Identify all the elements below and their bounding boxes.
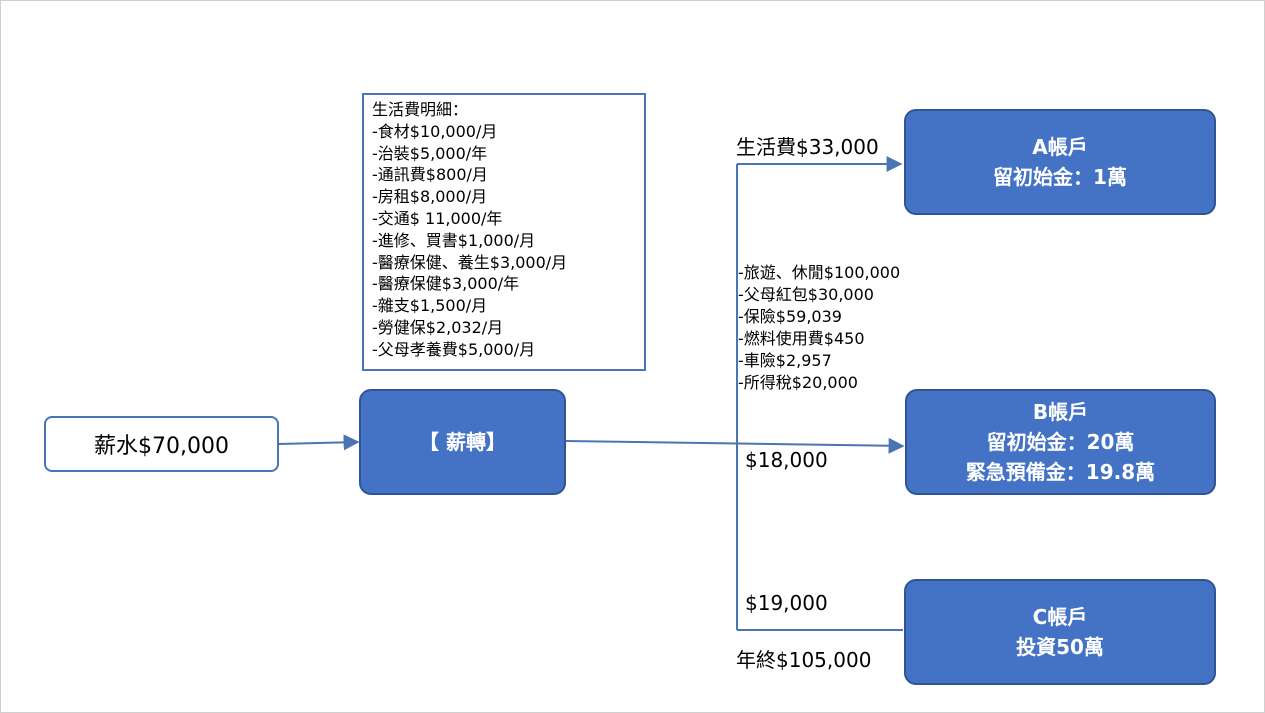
list-item: -食材$10,000/月 [372, 121, 498, 141]
account-a-line1: 留初始金：1萬 [993, 165, 1127, 189]
account-b-line1: 留初始金：20萬 [986, 430, 1135, 454]
account-a-title: A帳戶 [1032, 135, 1088, 159]
account-a-box: A帳戶 留初始金：1萬 [904, 109, 1216, 215]
transfer-box: 【 薪轉】 [359, 389, 566, 495]
account-b-line2: 緊急預備金：19.8萬 [965, 460, 1156, 484]
account-b-expense-list: -旅遊、休閒$100,000 -父母紅包$30,000 -保險$59,039 -… [738, 262, 900, 394]
arrow-transfer-to-b [565, 437, 905, 454]
account-b-title: B帳戶 [1032, 400, 1089, 424]
transfer-label: 【 薪轉】 [419, 430, 506, 454]
list-item: -醫療保健、養生$3,000/月 [372, 252, 568, 272]
list-item: -車險$2,957 [738, 351, 832, 370]
list-item: -旅遊、休閒$100,000 [738, 263, 901, 282]
list-item: -父母孝養費$5,000/月 [372, 339, 536, 359]
list-item: -所得稅$20,000 [738, 373, 858, 392]
bonus-label: 年終$105,000 [736, 648, 872, 672]
list-item: -保險$59,039 [738, 307, 842, 326]
list-item: -通訊費$800/月 [372, 165, 488, 185]
list-item: -勞健保$2,032/月 [372, 317, 504, 337]
salary-label: 薪水$70,000 [94, 434, 229, 459]
list-item: -父母紅包$30,000 [738, 285, 874, 304]
living-details-title: 生活費明細： [372, 100, 469, 119]
living-details-box: 生活費明細： -食材$10,000/月 -治裝$5,000/年 -通訊費$800… [362, 93, 646, 371]
salary-box: 薪水$70,000 [44, 416, 279, 472]
list-item: -房租$8,000/月 [372, 187, 488, 207]
arrow-salary-to-transfer [278, 434, 360, 451]
account-c-line1: 投資50萬 [1016, 635, 1104, 659]
list-item: -交通$ 11,000/年 [372, 208, 503, 228]
account-b-flow-label: $18,000 [745, 448, 828, 472]
account-a-flow-label: 生活費$33,000 [736, 135, 879, 159]
list-item: -進修、買書$1,000/月 [372, 230, 536, 250]
list-item: -雜支$1,500/月 [372, 296, 488, 316]
list-item: -治裝$5,000/年 [372, 143, 488, 163]
list-item: -醫療保健$3,000/年 [372, 274, 520, 294]
list-item: -燃料使用費$450 [738, 329, 865, 348]
account-b-box: B帳戶 留初始金：20萬 緊急預備金：19.8萬 [905, 389, 1216, 495]
account-c-box: C帳戶 投資50萬 [904, 579, 1216, 685]
account-c-flow-label: $19,000 [745, 591, 828, 615]
account-c-title: C帳戶 [1032, 605, 1088, 629]
